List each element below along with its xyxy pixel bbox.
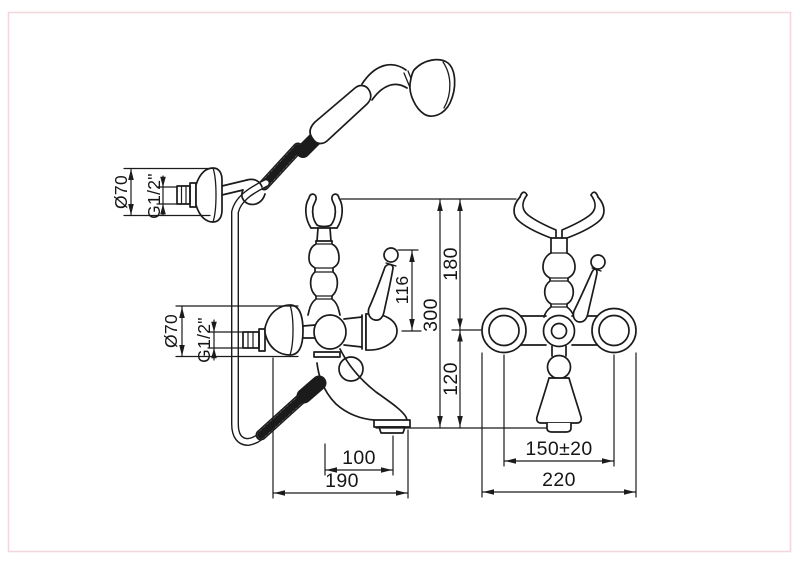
spout-projection-label: 100 [342,447,376,469]
inlet-diameter-label: Ø70 [161,314,181,348]
hose-nut-lower [296,375,327,404]
total-projection-label: 190 [325,470,359,492]
shower-wall-bracket [176,167,266,223]
dim-total-projection [272,357,409,499]
below-center-height-label: 120 [440,362,462,396]
dim-spout-projection [324,435,394,476]
dimension-lines [123,167,637,499]
page-border [7,11,792,553]
overall-width-label: 220 [542,469,576,491]
dim-overall-width [481,352,637,498]
dim-split-heights [451,198,482,429]
total-height-label: 300 [420,298,442,332]
faucet-front-view [481,191,637,433]
faucet-side-view [242,193,411,434]
handshower-head [409,58,456,117]
lever-height-label: 116 [392,276,412,305]
dim-bracket-thread [156,175,178,217]
dim-total-height [437,198,443,429]
dim-lever-height [397,249,422,332]
dim-inlet-diameter [175,305,299,358]
dim-inlet-thread [207,319,244,361]
bracket-diameter-label: Ø70 [111,175,131,209]
dim-inlet-centers [503,354,615,467]
shower-hose [231,130,327,446]
handshower-handle [309,84,372,145]
dim-bracket-diameter [123,167,211,217]
inlet-centers-label: 150±20 [525,438,592,460]
inlet-thread-label: G1/2" [194,317,214,363]
handshower [309,58,456,145]
above-center-height-label: 180 [440,247,462,281]
bracket-thread-label: G1/2" [144,173,164,219]
